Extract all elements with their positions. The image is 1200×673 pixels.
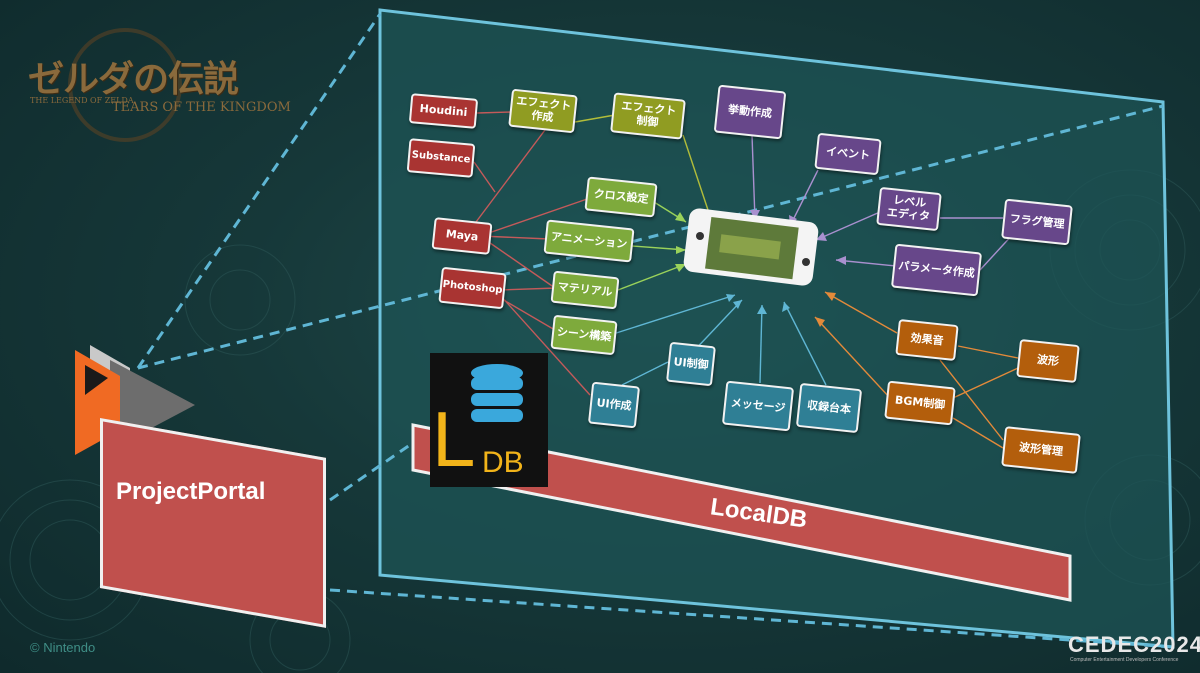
node-message: メッセージ [721,380,795,432]
game-console-icon [683,208,819,286]
node-maya: Maya [431,217,493,255]
conference-logo: CEDEC2024 [1068,632,1200,657]
node-behavior: 挙動作成 [713,84,787,140]
node-effect-control: エフェクト 制御 [610,92,686,140]
node-script: 収録台本 [795,382,863,434]
database-icon-text: DB [482,446,524,479]
node-sfx: 効果音 [895,318,959,362]
node-bgm: BGM制御 [884,380,956,426]
database-icon-letter: L [432,395,476,483]
game-logo-title: ゼルダの伝説 [28,58,239,100]
node-cloth: クロス設定 [584,176,658,218]
game-logo-subtitle-small: THE LEGEND OF ZELDA [30,96,134,105]
node-waveform: 波形 [1016,338,1080,384]
node-ui-control: UI制御 [666,341,716,387]
node-flag: フラグ管理 [1001,198,1073,246]
conference-subtitle: Computer Entertainment Developers Confer… [1070,657,1179,663]
node-ui-create: UI作成 [587,381,641,429]
database-icon [430,353,548,487]
node-houdini: Houdini [408,93,479,129]
node-scene: シーン構築 [550,314,618,356]
projectportal-label: ProjectPortal [116,478,266,505]
node-material: マテリアル [550,270,620,310]
node-event: イベント [814,132,882,176]
node-parameter: パラメータ作成 [890,243,983,297]
node-substance: Substance [406,138,476,178]
projection-lines [136,13,1174,649]
node-level-editor: レベル エディタ [876,186,942,232]
game-logo-subtitle: TEARS OF THE KINGDOM [112,100,291,115]
localdb-bar [411,423,1072,602]
node-waveform-mgmt: 波形管理 [1001,426,1081,474]
node-effect-create: エフェクト 作成 [508,88,578,134]
node-photoshop: Photoshop [438,266,507,310]
copyright-text: © Nintendo [30,640,96,655]
